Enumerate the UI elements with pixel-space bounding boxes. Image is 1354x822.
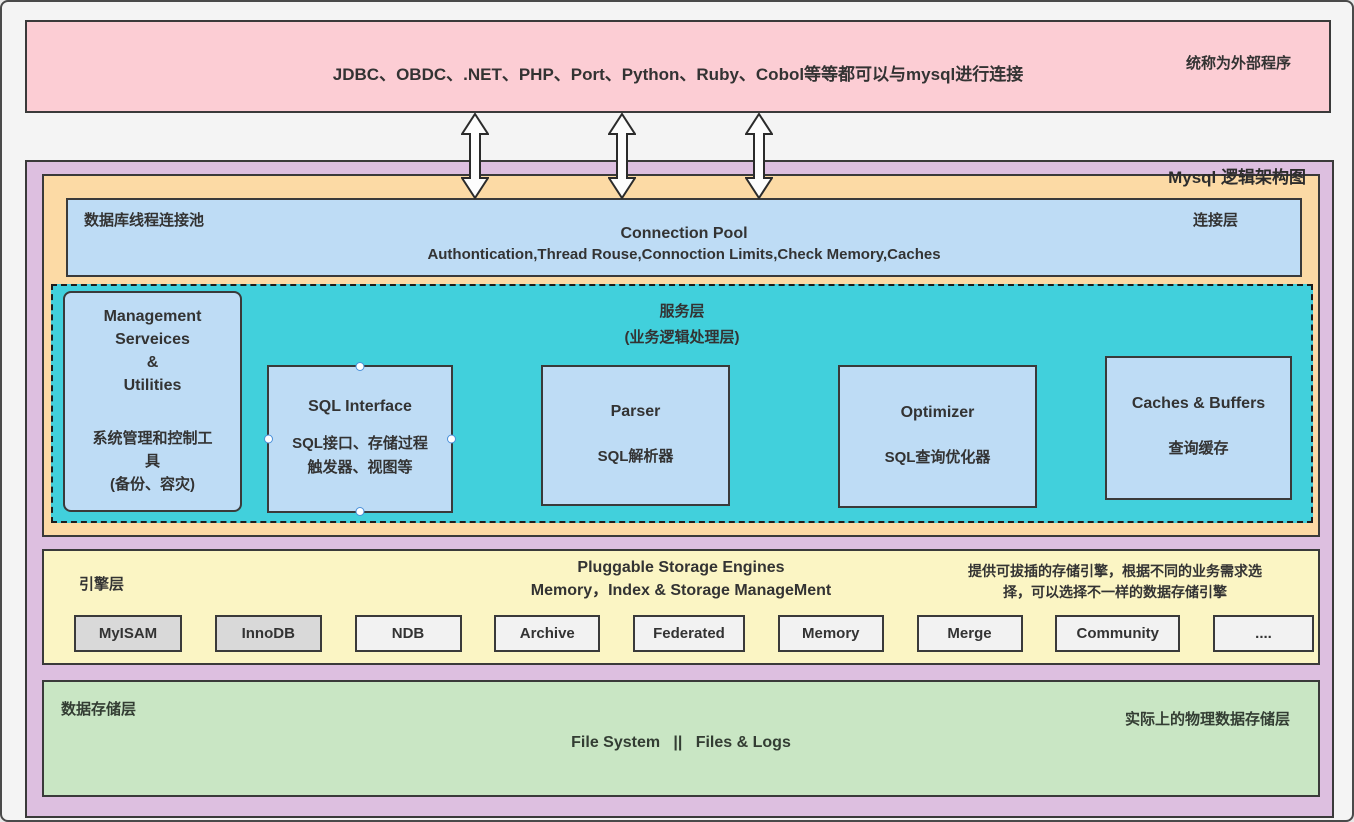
storage-layer-note: 实际上的物理数据存储层 — [1124, 711, 1290, 728]
storage-layer-center-text: File System || Files & Logs — [571, 734, 791, 751]
sql-interface-en-text: SQL Interface — [308, 398, 412, 415]
mysql-architecture-container: Mysql 逻辑架构图 数据库线程连接池 连接层 Connection Pool… — [25, 160, 1334, 818]
shape-handle-left[interactable] — [264, 434, 273, 444]
engine-box-archive: Archive — [494, 615, 601, 652]
diagram-title: Mysql 逻辑架构图 — [1168, 168, 1306, 187]
connection-service-wrapper: 数据库线程连接池 连接层 Connection Pool Authonticat… — [42, 174, 1320, 537]
engine-box-: .... — [1213, 615, 1314, 652]
connection-pool-text: Connection Pool Authontication,Thread Ro… — [68, 200, 1300, 275]
management-services-en-text: Management Serveices & Utilities — [103, 308, 202, 394]
parser-cn-text: SQL解析器 — [597, 447, 674, 465]
service-layer-title: 服务层 (业务逻辑处理层) — [624, 303, 740, 346]
sql-interface-box[interactable]: SQL Interface SQL接口、存储过程 触发器、视图等 — [264, 362, 456, 516]
parser-en-text: Parser — [610, 402, 661, 420]
management-services-box: Management Serveices & Utilities 系统管理和控制… — [63, 291, 242, 512]
caches-buffers-cn-text: 查询缓存 — [1168, 440, 1229, 457]
external-programs-box: JDBC、OBDC、.NET、PHP、Port、Python、Ruby、Cobo… — [25, 20, 1331, 113]
shape-handle-right[interactable] — [447, 434, 456, 444]
storage-layer-label: 数据存储层 — [61, 701, 137, 718]
engine-box-community: Community — [1055, 615, 1181, 652]
shape-handle-bottom[interactable] — [355, 507, 365, 516]
engine-box-innodb: InnoDB — [214, 615, 322, 652]
engine-row: MyISAM InnoDB NDB Archive Federated Memory Mer… — [74, 615, 1314, 652]
storage-layer-box: 数据存储层 实际上的物理数据存储层 File System || Files &… — [42, 680, 1320, 797]
bidirectional-arrow-left — [461, 113, 489, 199]
caches-buffers-box: Caches & Buffers 查询缓存 — [1105, 356, 1292, 500]
external-programs-text: JDBC、OBDC、.NET、PHP、Port、Python、Ruby、Cobo… — [332, 65, 1024, 84]
engine-layer-box: 引擎层 Pluggable Storage Engines Memory，Ind… — [42, 549, 1320, 665]
engine-box-myisam: MyISAM — [74, 615, 182, 652]
bidirectional-arrow-middle — [608, 113, 636, 199]
external-programs-note: 统称为外部程序 — [1185, 55, 1291, 72]
engine-layer-title: Pluggable Storage Engines Memory，Index &… — [530, 559, 832, 599]
connection-pool-left-label: 数据库线程连接池 — [84, 212, 205, 229]
connection-layer-label: 连接层 — [1192, 212, 1238, 229]
parser-box: Parser SQL解析器 — [541, 365, 730, 506]
optimizer-cn-text: SQL查询优化器 — [884, 448, 991, 466]
engine-layer-note: 提供可拔插的存储引擎，根据不同的业务需求选 择，可以选择不一样的数据存储引擎 — [968, 563, 1262, 600]
engine-box-memory: Memory — [777, 615, 884, 652]
engine-layer-label: 引擎层 — [79, 576, 125, 593]
caches-buffers-en-text: Caches & Buffers — [1131, 395, 1266, 412]
shape-handle-top[interactable] — [355, 362, 365, 371]
engine-box-merge: Merge — [916, 615, 1023, 652]
connection-pool-subtitle: Authontication,Thread Rouse,Connoction L… — [427, 245, 941, 263]
bidirectional-arrow-right — [745, 113, 773, 199]
optimizer-box: Optimizer SQL查询优化器 — [838, 365, 1037, 508]
service-layer-box: 服务层 (业务逻辑处理层) Management Serveices & Uti… — [51, 284, 1313, 523]
engine-box-federated: Federated — [633, 615, 745, 652]
sql-interface-cn-text: SQL接口、存储过程 触发器、视图等 — [292, 435, 428, 476]
engine-box-ndb: NDB — [354, 615, 462, 652]
connection-pool-title: Connection Pool — [620, 224, 748, 242]
connection-pool-box: 数据库线程连接池 连接层 Connection Pool Authonticat… — [66, 198, 1302, 277]
optimizer-en-text: Optimizer — [900, 403, 975, 421]
management-services-cn-text: 系统管理和控制工 具 (备份、容灾) — [92, 430, 213, 493]
